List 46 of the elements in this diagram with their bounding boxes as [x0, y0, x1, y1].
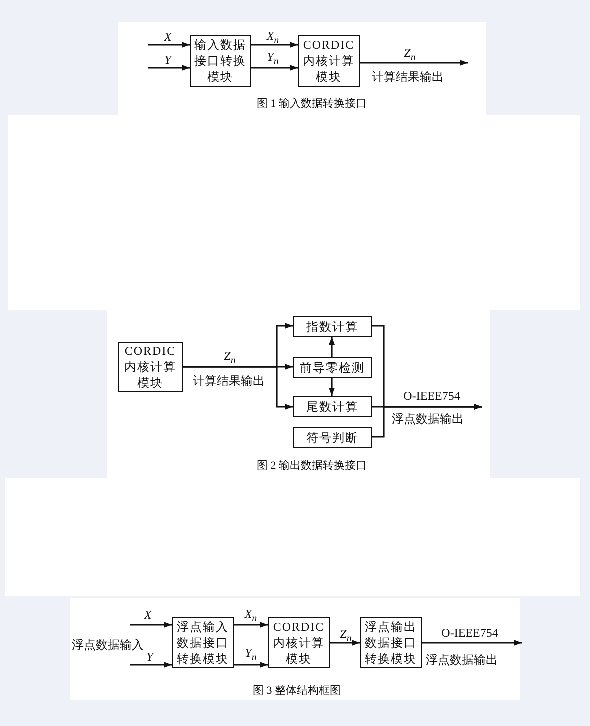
edge-label: X$_{n}$ [266, 29, 280, 48]
edge-label: Y$_{n}$ [245, 646, 257, 666]
process-box: 浮点输出数据接口转换模块 [360, 617, 422, 668]
edge-label: O-IEEE754 [442, 626, 498, 640]
process-box: CORDIC内核计算模块 [268, 617, 330, 668]
arrow [422, 640, 522, 646]
edge-label: Z$_{n}$ [404, 46, 416, 66]
arrow [234, 662, 268, 668]
signal-label: 计算结果输出 [193, 374, 265, 388]
arrow [372, 404, 482, 438]
arrow [251, 42, 298, 48]
arrow [130, 622, 172, 628]
edge-label: X [164, 30, 172, 44]
arrow [148, 65, 190, 71]
signal-label: 计算结果输出 [372, 70, 444, 84]
figure-caption: 图 1 输入数据转换接口 [257, 97, 367, 111]
arrow [130, 662, 172, 668]
process-box: 指数计算 [293, 316, 372, 337]
process-box: 输入数据接口转换模块 [190, 35, 251, 87]
signal-label: 浮点数据输入 [72, 638, 144, 652]
edge-label: Z$_{n}$ [224, 349, 236, 368]
signal-label: 浮点数据输出 [392, 412, 464, 426]
process-box: CORDIC内核计算模块 [118, 342, 183, 392]
edge-label: Y [146, 650, 154, 664]
arrow [251, 65, 298, 71]
arrow [329, 378, 335, 396]
process-box: CORDIC内核计算模块 [298, 35, 360, 87]
arrow [234, 622, 268, 628]
arrow [183, 366, 293, 410]
edge-label: Y [164, 53, 172, 67]
figure-caption: 图 2 输出数据转换接口 [257, 459, 367, 473]
edge-label: X [144, 608, 152, 622]
arrow [360, 60, 468, 66]
process-box: 前导零检测 [293, 357, 372, 378]
arrow [148, 42, 190, 48]
arrow [329, 337, 335, 357]
edge-label: X$_{n}$ [244, 607, 258, 626]
edge-label: Y$_{n}$ [267, 50, 279, 70]
figure-caption: 图 3 整体结构框图 [253, 684, 341, 698]
arrow [330, 640, 360, 646]
process-box: 浮点输入数据接口转换模块 [172, 617, 234, 668]
process-box: 符号判断 [293, 427, 372, 448]
signal-label: 浮点数据输出 [426, 653, 498, 667]
edge-label: O-IEEE754 [404, 389, 460, 403]
process-box: 尾数计算 [293, 396, 372, 417]
edge-label: Z$_{n}$ [340, 627, 352, 646]
